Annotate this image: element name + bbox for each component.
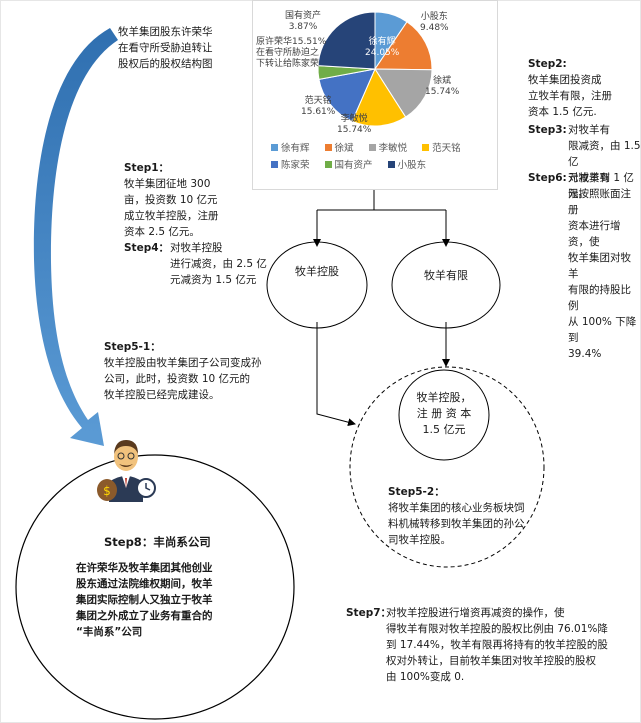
step8-text: 在许荣华及牧羊集团其他创业 股东通过法院维权期间，牧羊 集团实际控制人又独立于牧… bbox=[76, 562, 213, 638]
slice-label-state-assets: 国有资产 3.87% bbox=[285, 11, 322, 32]
step5-1-title: Step5-1： bbox=[104, 341, 161, 353]
legend-swatch bbox=[324, 161, 332, 168]
slice-label-xu-bin: 徐斌 15.74% bbox=[425, 76, 460, 97]
legend-swatch bbox=[324, 144, 332, 151]
pie-slice-3 bbox=[351, 67, 407, 127]
step4-text: 对牧羊控股 进行减资，由 2.5 亿 元减资为 1.5 亿元 bbox=[170, 242, 267, 286]
holding-label: 牧羊控股 bbox=[295, 265, 339, 278]
step5-2-text: 将牧羊集团的核心业务板块饲 料机械转移到牧羊集团的孙公 司牧羊控股。 bbox=[388, 502, 525, 546]
holding-sub-outer-circle bbox=[349, 366, 545, 568]
limited-circle bbox=[391, 241, 501, 329]
svg-text:$: $ bbox=[103, 484, 111, 498]
step1-title: Step1： bbox=[124, 162, 170, 174]
big-curved-arrow bbox=[33, 28, 118, 446]
limited-label: 牧羊有限 bbox=[424, 269, 468, 282]
legend-item: 范天铭 bbox=[422, 140, 461, 157]
pie-chart bbox=[317, 11, 433, 127]
businessman-moneybag-clock-icon: $ bbox=[97, 440, 156, 502]
legend-swatch bbox=[387, 161, 395, 168]
step6-text: 对牧羊有 限按照账面注册 资本进行增资，使 牧羊集团对牧羊 有限的持股比例 从 … bbox=[568, 172, 637, 360]
fengshang-circle bbox=[15, 454, 295, 720]
legend-label: 李敏悦 bbox=[378, 143, 408, 154]
legend-swatch bbox=[271, 144, 278, 151]
step7-text: 对牧羊控股进行增资再减资的操作，使 得牧羊有限对牧羊控股的股权比例由 76.01… bbox=[386, 607, 608, 683]
holding-circle bbox=[266, 241, 368, 329]
legend-item: 小股东 bbox=[387, 157, 427, 174]
step3-title: Step3: bbox=[528, 124, 567, 136]
step6-title: Step6: bbox=[528, 172, 567, 184]
legend-item: 国有资产 bbox=[324, 157, 373, 174]
slice-label-chen-jiarong: 原许荣华15.51% 在看守所胁迫之 下转让给陈家荣 bbox=[256, 37, 327, 69]
step2-text: 牧羊集团投资成 立牧羊有限，注册 资本 1.5 亿元. bbox=[528, 74, 612, 118]
legend-label: 范天铭 bbox=[432, 143, 461, 154]
intro-caption: 牧羊集团股东许荣华 在看守所受胁迫转让 股权后的股权结构图 bbox=[118, 26, 213, 70]
slice-label-fan-tianming: 范天铭 15.61% bbox=[301, 96, 336, 117]
legend-swatch bbox=[271, 161, 278, 168]
legend-label: 徐有辉 bbox=[281, 143, 310, 154]
chart-connector bbox=[313, 188, 450, 427]
slice-label-li-minyue: 李敏悦 15.74% bbox=[337, 114, 372, 135]
legend-item: 李敏悦 bbox=[368, 140, 408, 157]
holding-sub-label: 牧羊控股， 注 册 资 本 1.5 亿元 bbox=[416, 391, 472, 436]
pie-slice-2 bbox=[374, 68, 433, 118]
legend-label: 小股东 bbox=[397, 160, 427, 171]
pie-slice-4 bbox=[318, 68, 376, 122]
holding-sub-inner-circle bbox=[398, 369, 490, 461]
step8-title: Step8：丰尚系公司 bbox=[104, 535, 211, 549]
step5-2-title: Step5-2： bbox=[388, 486, 445, 498]
pie-chart-panel: 徐有辉 24.05% 小股东 9.48% 徐斌 15.74% 李敏悦 15.74… bbox=[252, 0, 498, 190]
legend-item: 徐有辉 bbox=[271, 140, 310, 157]
pie-slice-6 bbox=[317, 11, 376, 70]
step2-title: Step2: bbox=[528, 58, 567, 70]
legend-swatch bbox=[368, 144, 376, 151]
step3-text: 对牧羊有 限减资，由 1.5 亿 元减资到 1 亿元。 bbox=[568, 124, 641, 200]
legend-label: 国有资产 bbox=[334, 160, 373, 171]
legend-label: 徐斌 bbox=[334, 143, 354, 154]
legend-swatch bbox=[422, 144, 430, 151]
step5-1-text: 牧羊控股由牧羊集团子公司变成孙 公司，此时，投资数 10 亿元的 牧羊控股已经完… bbox=[104, 357, 262, 401]
legend-label: 陈家荣 bbox=[281, 160, 310, 171]
slice-label-xu-youhui: 徐有辉 24.05% bbox=[365, 37, 400, 58]
legend-item: 徐斌 bbox=[324, 140, 354, 157]
step4-title: Step4： bbox=[124, 242, 170, 254]
pie-legend: 徐有辉 徐斌 李敏悦 范天铭 陈家荣 国有资产 小股东 bbox=[271, 140, 486, 174]
legend-item: 陈家荣 bbox=[271, 157, 310, 174]
slice-label-minority: 小股东 9.48% bbox=[420, 12, 449, 33]
step1-text: 牧羊集团征地 300 亩，投资数 10 亿元 成立牧羊控股，注册 资本 2.5 … bbox=[124, 178, 219, 238]
pie-slice-1 bbox=[374, 21, 433, 71]
step7-title: Step7： bbox=[346, 607, 392, 619]
